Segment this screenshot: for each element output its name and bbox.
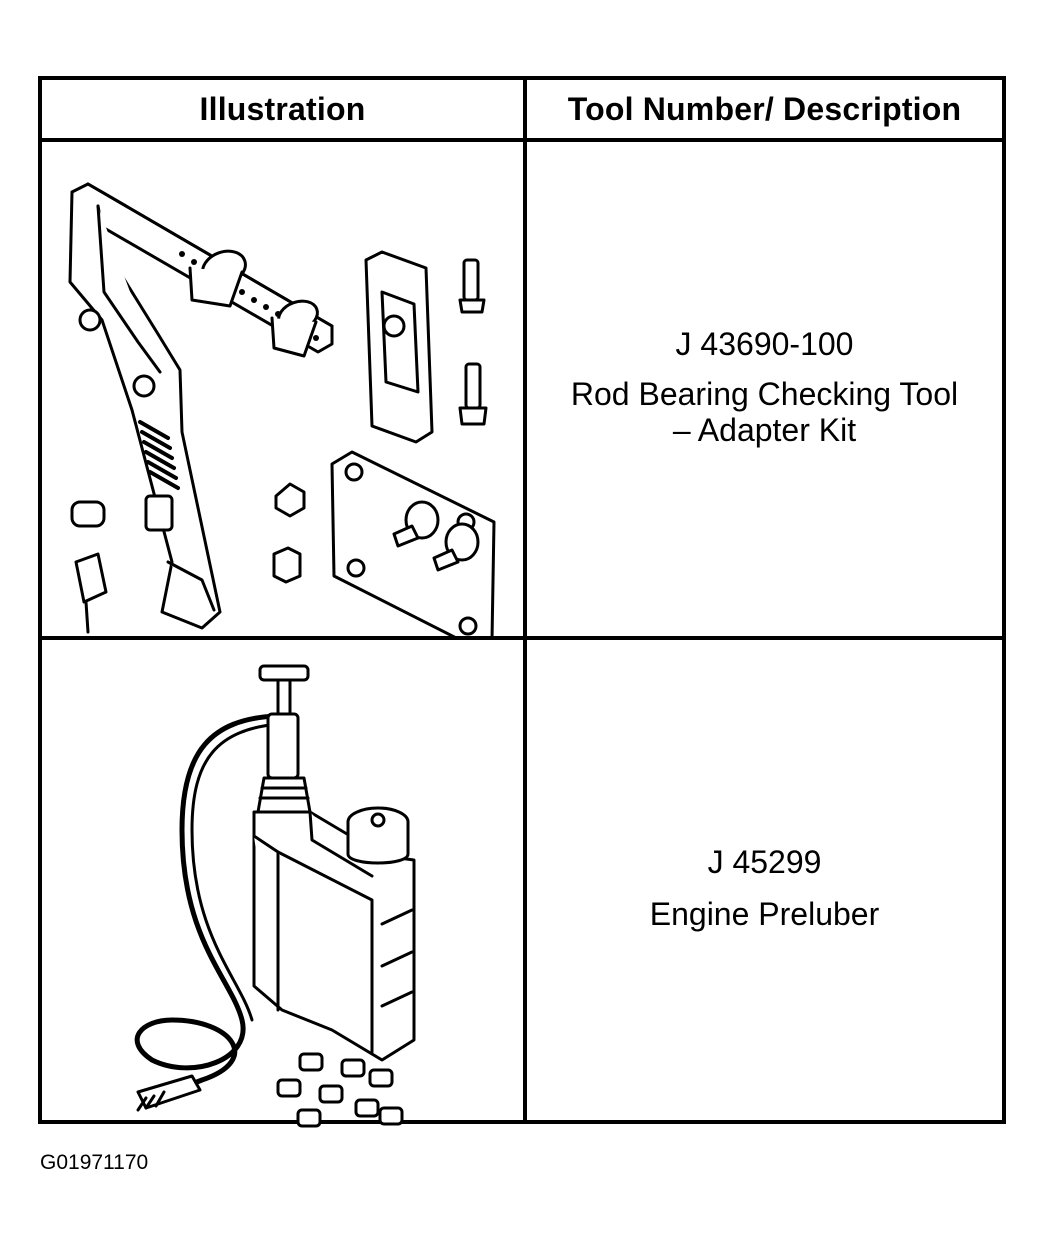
tool-description-line: Engine Preluber: [649, 896, 880, 932]
tool-number: J 45299: [707, 844, 822, 880]
tool-row-rod-bearing: J 43690-100 Rod Bearing Checking Tool – …: [527, 326, 1002, 448]
engine-preluber-icon: [134, 664, 416, 1128]
tool-number: J 43690-100: [675, 326, 854, 362]
tool-description-line: – Adapter Kit: [672, 412, 857, 448]
tool-description-line: Rod Bearing Checking Tool: [570, 376, 959, 412]
tool-description-header: Tool Number/ Description: [567, 90, 962, 127]
illustration-header: Illustration: [199, 90, 366, 127]
tool-table: Illustration Tool Number/ Description: [38, 76, 1006, 1128]
row-divider: [42, 636, 1002, 640]
figure-code: G01971170: [40, 1151, 149, 1174]
header-divider: [42, 138, 1002, 142]
tool-row-engine-preluber: J 45299 Engine Preluber: [527, 844, 1002, 932]
rod-bearing-checking-tool-kit-icon: [68, 182, 496, 636]
column-divider: [523, 80, 527, 1120]
